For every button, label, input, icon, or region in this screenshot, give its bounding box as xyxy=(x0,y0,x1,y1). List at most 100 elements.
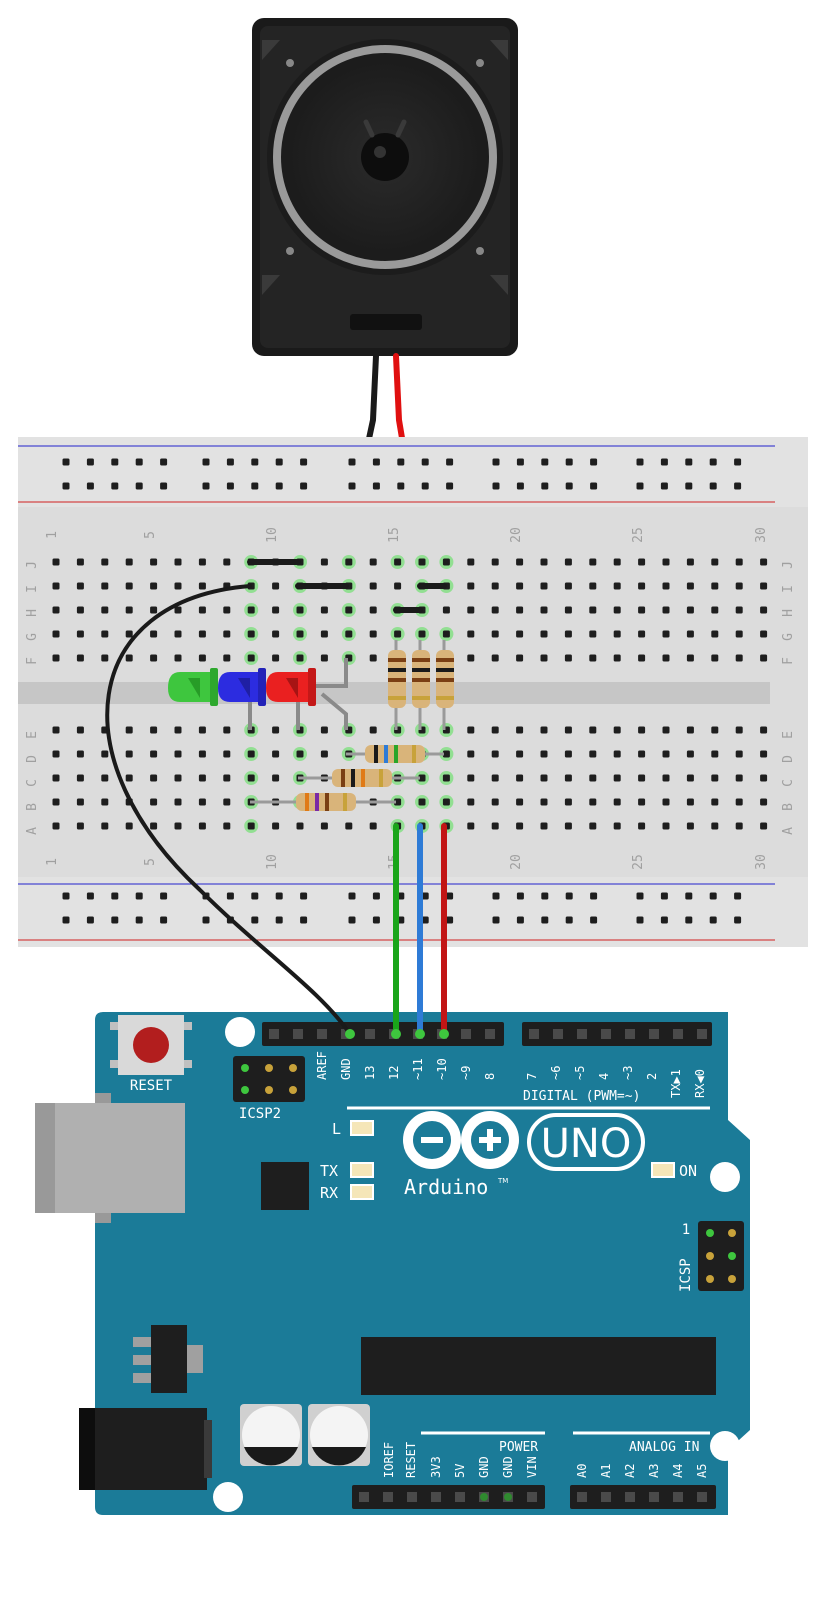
reset-button[interactable] xyxy=(110,1015,192,1075)
column-number: 15 xyxy=(387,527,402,543)
icsp-label: ICSP xyxy=(678,1258,694,1292)
breadboard-hole xyxy=(348,458,356,466)
breadboard-hole xyxy=(735,774,743,782)
breadboard-hole xyxy=(735,654,743,662)
breadboard-hole xyxy=(86,916,94,924)
breadboard-hole xyxy=(516,654,524,662)
breadboard-hole xyxy=(564,822,572,830)
breadboard-hole xyxy=(491,822,499,830)
power-pin-label: 3V3 xyxy=(429,1456,443,1478)
breadboard-hole xyxy=(160,458,168,466)
breadboard-hole xyxy=(320,726,328,734)
breadboard-hole xyxy=(516,558,524,566)
row-letter: F xyxy=(781,657,796,665)
power-pin-label: VIN xyxy=(525,1456,539,1478)
breadboard-hole xyxy=(491,798,499,806)
breadboard-hole xyxy=(564,630,572,638)
breadboard-hole xyxy=(369,582,377,590)
breadboard-hole xyxy=(735,750,743,758)
breadboard-hole xyxy=(150,582,158,590)
breadboard-hole xyxy=(590,916,598,924)
breadboard-hole xyxy=(198,606,206,614)
breadboard-hole xyxy=(516,606,524,614)
header-pin xyxy=(359,1492,369,1502)
breadboard-hole xyxy=(711,750,719,758)
breadboard-hole xyxy=(685,458,693,466)
breadboard-hole xyxy=(247,750,255,758)
row-letter: A xyxy=(25,827,40,835)
led-blue xyxy=(218,668,266,706)
breadboard-hole xyxy=(296,750,304,758)
breadboard-hole xyxy=(492,892,500,900)
breadboard-hole xyxy=(111,482,119,490)
breadboard-hole xyxy=(275,482,283,490)
breadboard-hole xyxy=(564,774,572,782)
analog-pin-label: A1 xyxy=(599,1464,613,1478)
breadboard-hole xyxy=(711,822,719,830)
breadboard-hole xyxy=(198,558,206,566)
breadboard-hole xyxy=(516,482,524,490)
breadboard-hole xyxy=(135,916,143,924)
breadboard-hole xyxy=(491,750,499,758)
breadboard-hole xyxy=(150,750,158,758)
breadboard-hole xyxy=(638,630,646,638)
breadboard-hole xyxy=(135,458,143,466)
breadboard-hole xyxy=(564,750,572,758)
breadboard-hole xyxy=(686,774,694,782)
breadboard-hole xyxy=(516,798,524,806)
breadboard-hole xyxy=(636,892,644,900)
breadboard-hole xyxy=(251,892,259,900)
row-letter: H xyxy=(25,609,40,617)
breadboard-hole xyxy=(111,458,119,466)
breadboard-hole xyxy=(589,750,597,758)
breadboard-hole xyxy=(662,774,670,782)
breadboard-hole xyxy=(345,822,353,830)
breadboard-hole xyxy=(394,558,402,566)
pin-label: 12 xyxy=(387,1066,401,1080)
breadboard-hole xyxy=(613,606,621,614)
breadboard-hole xyxy=(421,916,429,924)
header-pin xyxy=(673,1029,683,1039)
column-number: 25 xyxy=(631,527,646,543)
breadboard-hole xyxy=(685,916,693,924)
breadboard-hole xyxy=(492,458,500,466)
breadboard-hole xyxy=(174,654,182,662)
speaker-dustcap xyxy=(361,133,409,181)
pin-highlight xyxy=(504,1493,512,1501)
breadboard-hole xyxy=(300,482,308,490)
breadboard-hole xyxy=(101,558,109,566)
power-rail-top xyxy=(18,437,808,507)
breadboard-hole xyxy=(150,558,158,566)
breadboard-hole xyxy=(125,822,133,830)
voltage-regulator xyxy=(133,1325,203,1393)
mounting-hole xyxy=(225,1017,255,1047)
icsp2-header xyxy=(233,1056,305,1102)
breadboard-hole xyxy=(300,458,308,466)
breadboard-hole xyxy=(418,630,426,638)
resistor xyxy=(388,640,406,730)
breadboard-hole xyxy=(760,654,768,662)
column-number: 1 xyxy=(45,858,60,866)
breadboard-hole xyxy=(589,606,597,614)
breadboard-hole xyxy=(372,458,380,466)
breadboard-hole xyxy=(442,750,450,758)
column-number: 10 xyxy=(265,854,280,870)
breadboard-hole xyxy=(564,582,572,590)
breadboard-hole xyxy=(565,892,573,900)
breadboard-hole xyxy=(275,892,283,900)
resistors-horizontal xyxy=(250,745,444,811)
power-header xyxy=(352,1485,545,1509)
breadboard-hole xyxy=(734,458,742,466)
breadboard-hole xyxy=(467,822,475,830)
breadboard-hole xyxy=(760,630,768,638)
breadboard-hole xyxy=(421,482,429,490)
speaker-screw xyxy=(476,247,484,255)
breadboard-hole xyxy=(685,892,693,900)
breadboard-hole xyxy=(125,558,133,566)
power-pin-label: RESET xyxy=(404,1442,418,1478)
breadboard-hole xyxy=(760,822,768,830)
row-letter: C xyxy=(781,779,796,787)
breadboard-jumpers xyxy=(247,559,447,613)
breadboard-hole xyxy=(275,458,283,466)
analog-pin-label: A2 xyxy=(623,1464,637,1478)
